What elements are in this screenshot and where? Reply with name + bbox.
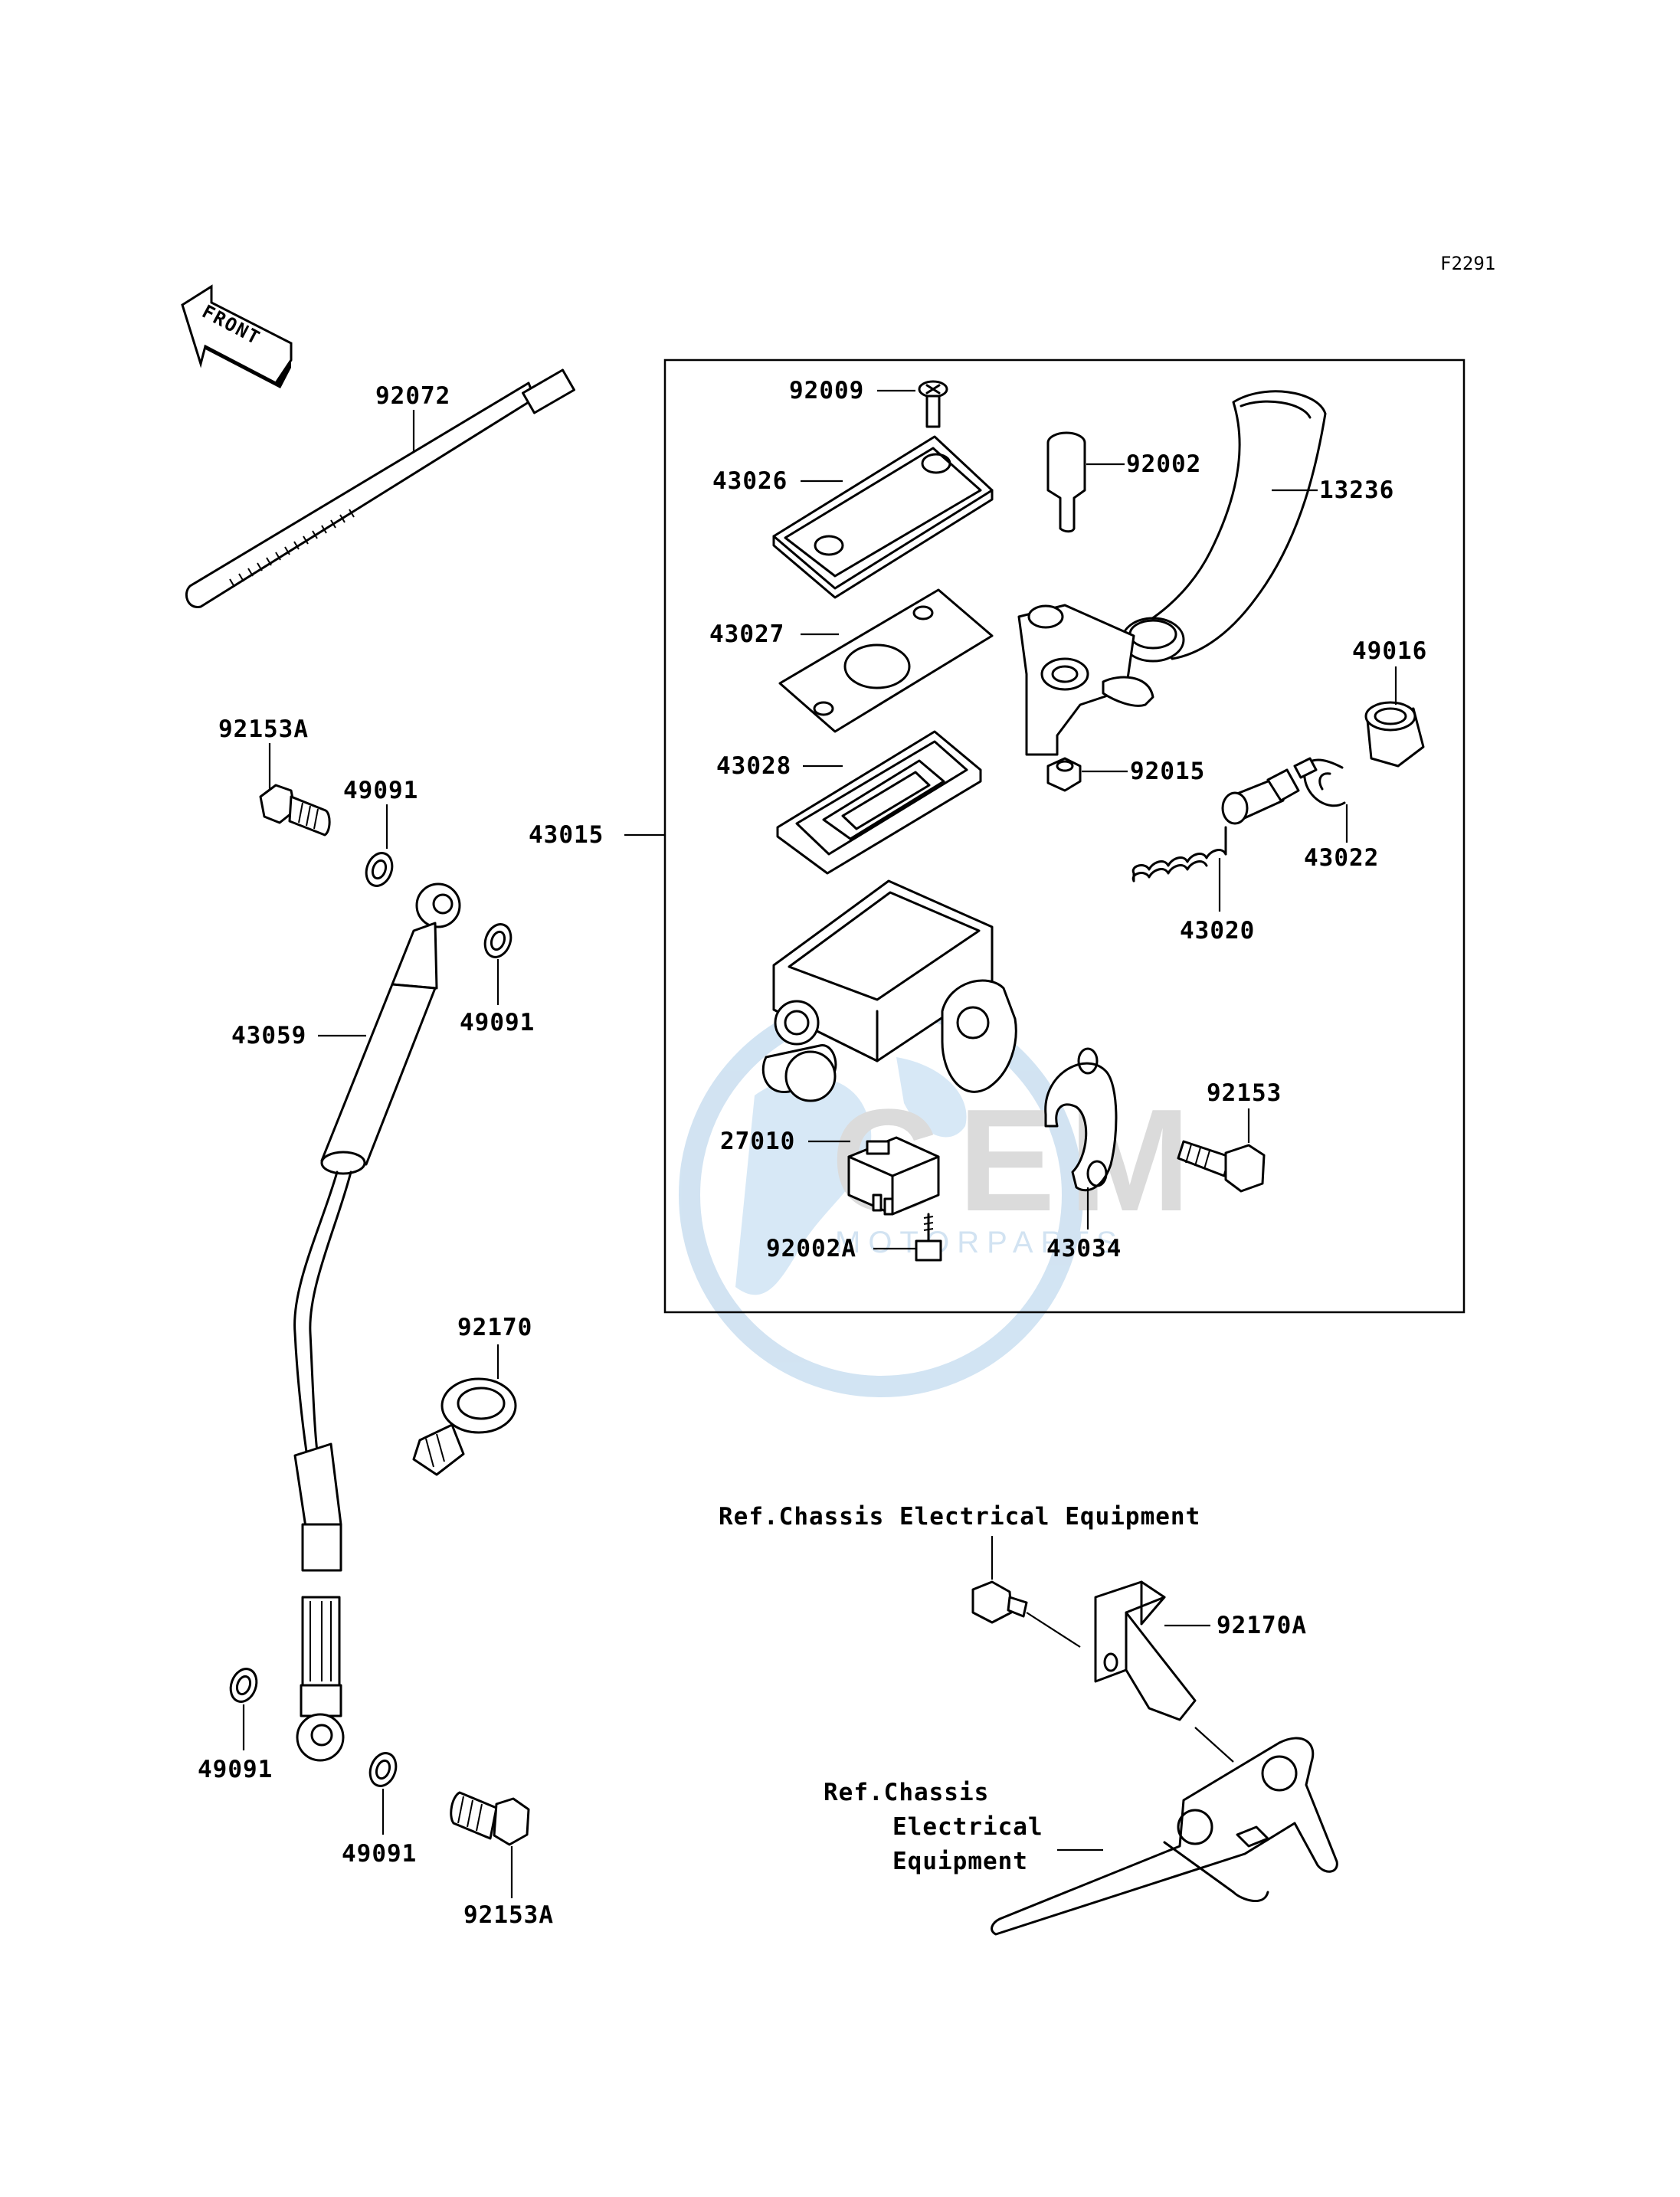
ref-label-side-line2: Electrical xyxy=(892,1813,1043,1841)
reservoir-cap xyxy=(772,435,994,599)
label-43034: 43034 xyxy=(1046,1235,1122,1262)
washer-d xyxy=(368,1752,398,1787)
brake-hose xyxy=(293,882,461,1762)
front-arrow-icon: FRONT xyxy=(181,284,293,388)
circlip xyxy=(1303,758,1346,807)
ref-label-side-line3: Equipment xyxy=(892,1848,1028,1875)
banjo-bolt-bottom xyxy=(450,1791,530,1846)
banjo-bolt-top xyxy=(259,784,331,837)
washer-b xyxy=(483,923,513,958)
piston-assembly xyxy=(1131,757,1318,882)
label-92015: 92015 xyxy=(1130,758,1205,785)
label-92009: 92009 xyxy=(789,377,864,404)
lever-nut xyxy=(1046,757,1082,792)
ref-label-side-line1: Ref.Chassis xyxy=(824,1779,989,1806)
hose-clamp xyxy=(412,1377,517,1476)
reference-bolt xyxy=(971,1536,1081,1648)
label-43026: 43026 xyxy=(712,467,788,495)
brake-light-switch xyxy=(847,1136,940,1216)
reservoir-diaphragm xyxy=(776,730,982,875)
ref-label-top: Ref.Chassis Electrical Equipment xyxy=(719,1503,1200,1531)
reservoir-plate xyxy=(778,588,994,733)
washer-c xyxy=(229,1668,258,1703)
label-43059: 43059 xyxy=(231,1022,306,1049)
diagram-code: F2291 xyxy=(1440,253,1495,274)
label-92153: 92153 xyxy=(1207,1079,1282,1107)
switch-screw xyxy=(915,1213,942,1262)
label-43027: 43027 xyxy=(709,620,784,648)
label-92002: 92002 xyxy=(1126,450,1201,478)
label-92072: 92072 xyxy=(375,382,450,410)
clamp-bolt xyxy=(1177,1140,1266,1193)
label-49091-b: 49091 xyxy=(460,1009,535,1036)
label-92002A: 92002A xyxy=(766,1235,856,1262)
label-43022: 43022 xyxy=(1304,844,1379,872)
hose-guide-bracket xyxy=(1094,1580,1197,1721)
label-43015: 43015 xyxy=(529,821,604,849)
master-cylinder-assembly-box xyxy=(663,359,1465,1314)
label-49016: 49016 xyxy=(1352,637,1427,665)
label-43020: 43020 xyxy=(1180,917,1255,945)
cap-screw xyxy=(918,380,948,428)
dust-boot xyxy=(1364,701,1425,768)
label-49091-c: 49091 xyxy=(198,1756,273,1783)
label-92153A-bottom: 92153A xyxy=(463,1901,554,1929)
label-13236: 13236 xyxy=(1319,476,1394,504)
label-49091-a: 49091 xyxy=(343,777,418,804)
mounting-bracket xyxy=(991,1727,1338,1936)
label-92170A: 92170A xyxy=(1217,1612,1307,1639)
master-cylinder-body xyxy=(761,879,1017,1102)
cable-tie xyxy=(185,368,575,608)
label-92170: 92170 xyxy=(457,1314,532,1341)
label-92153A-top: 92153A xyxy=(218,715,309,743)
washer-a xyxy=(365,852,394,887)
label-49091-d: 49091 xyxy=(342,1840,417,1868)
pivot-bolt xyxy=(1046,431,1086,533)
brake-lever xyxy=(1017,390,1327,756)
label-27010: 27010 xyxy=(720,1128,795,1155)
handlebar-clamp xyxy=(1044,1047,1118,1192)
watermark-subtitle: MOTORPARTS xyxy=(835,1226,1125,1259)
label-43028: 43028 xyxy=(716,752,791,780)
